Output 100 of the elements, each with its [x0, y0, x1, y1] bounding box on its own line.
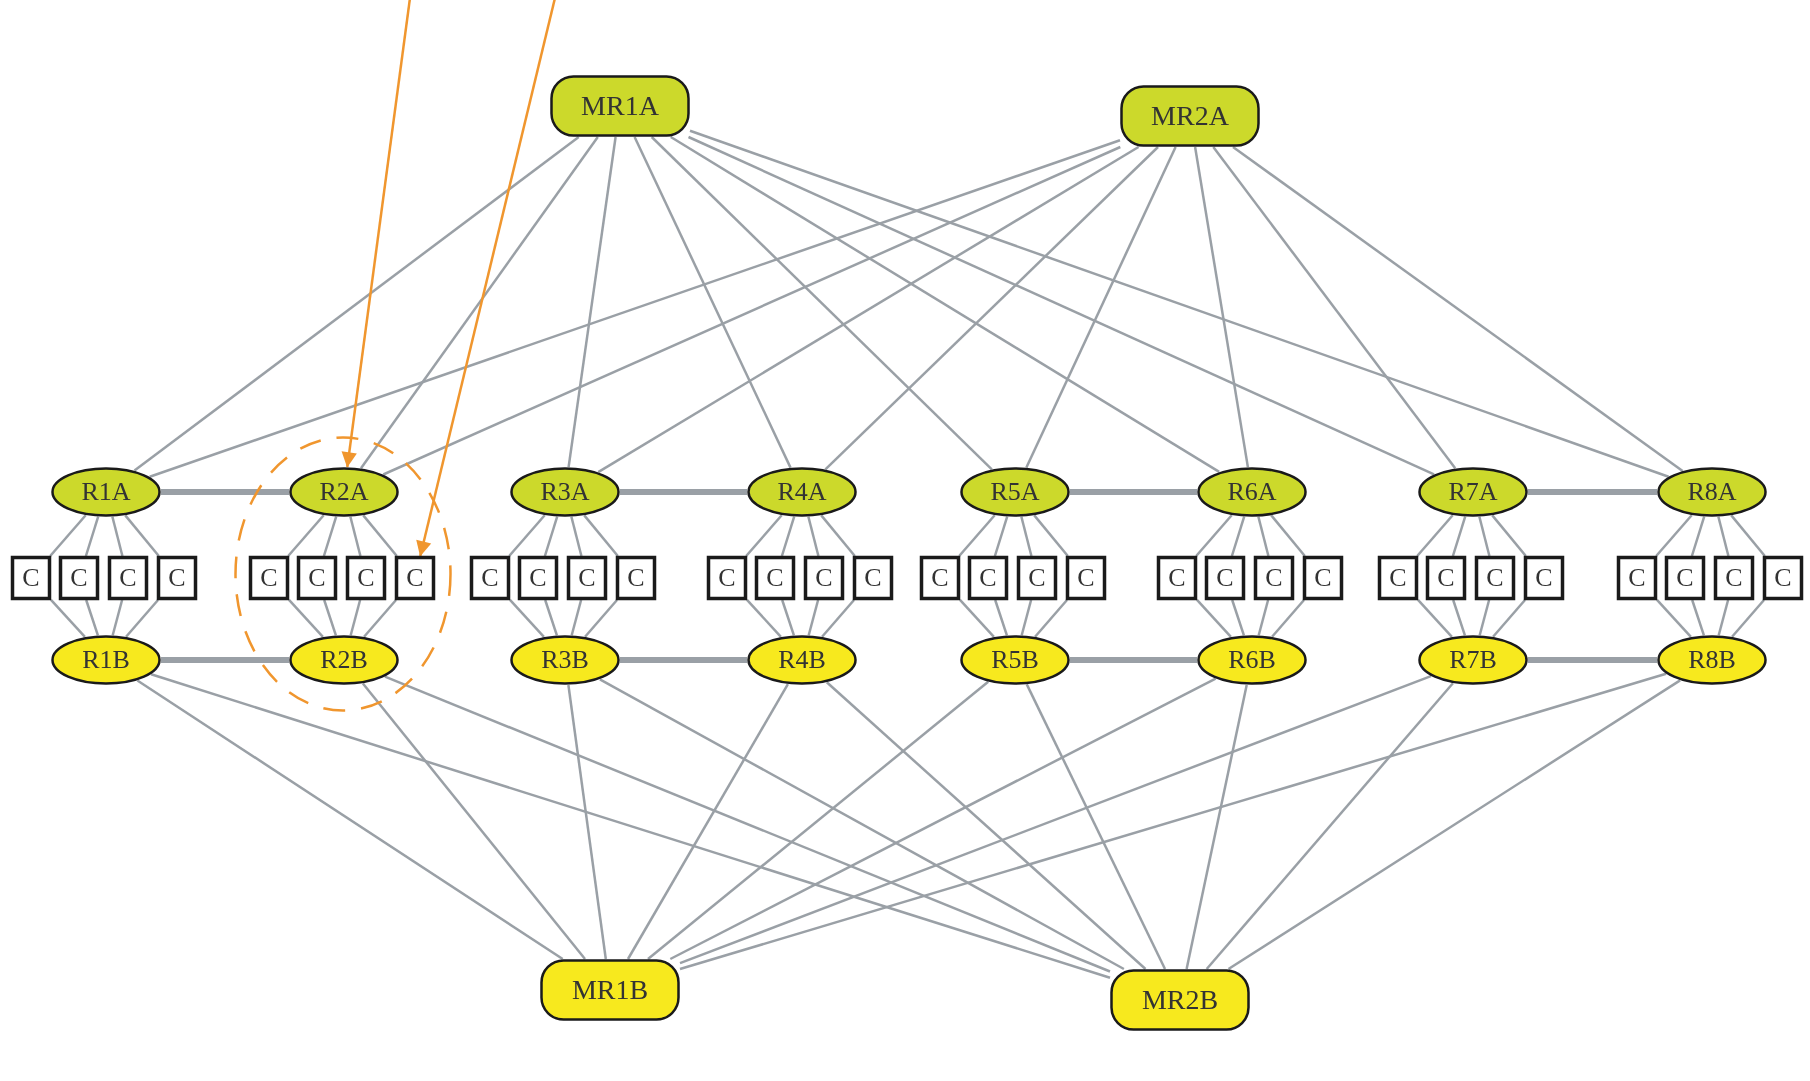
- link-line: [288, 599, 324, 638]
- link-line: [745, 514, 783, 557]
- node-box: [1066, 556, 1106, 600]
- node-box: [804, 556, 844, 600]
- link-line: [1257, 516, 1270, 557]
- node-label: C: [1216, 565, 1234, 591]
- link-line: [133, 136, 580, 472]
- link-line: [1417, 599, 1453, 638]
- link-line: [349, 516, 362, 557]
- link-line: [807, 599, 820, 636]
- link-line: [349, 599, 362, 636]
- link-line: [679, 674, 1432, 965]
- router-ellipse: [1657, 635, 1767, 685]
- link-line: [1717, 599, 1730, 636]
- node-label: C: [529, 565, 547, 591]
- link-line: [958, 514, 996, 557]
- double-link-line: [1070, 489, 1197, 495]
- link-line: [1196, 599, 1232, 638]
- node-label: R4B: [778, 647, 826, 673]
- node-box: [1475, 556, 1515, 600]
- router-ellipse: [1197, 635, 1307, 685]
- router-ellipse: [1418, 467, 1528, 517]
- router-ellipse: [289, 635, 399, 685]
- link-line: [1416, 514, 1454, 557]
- link-line: [149, 139, 1121, 478]
- link-line: [670, 135, 1220, 473]
- node-box: [518, 556, 558, 600]
- link-line: [689, 129, 1669, 478]
- node-box: [1763, 556, 1803, 600]
- node-label: C: [168, 565, 186, 591]
- link-line: [825, 681, 1147, 970]
- link-line: [150, 673, 1111, 979]
- node-label: C: [931, 565, 949, 591]
- link-line: [1195, 514, 1233, 557]
- link-line: [679, 672, 1667, 971]
- node-box: [853, 556, 893, 600]
- node-box: [59, 556, 99, 600]
- link-line: [1270, 514, 1306, 557]
- link-line: [384, 675, 1111, 973]
- link-line: [807, 516, 820, 557]
- double-link-line: [1528, 657, 1657, 663]
- link-line: [1025, 146, 1177, 469]
- node-label: C: [766, 565, 784, 591]
- link-line: [323, 599, 338, 636]
- node-label: R1B: [82, 647, 130, 673]
- node-box: [1665, 556, 1705, 600]
- router-ellipse: [51, 467, 161, 517]
- node-label: C: [815, 565, 833, 591]
- link-line: [136, 679, 564, 961]
- node-label: C: [1168, 565, 1186, 591]
- node-box: [157, 556, 197, 600]
- link-line: [363, 599, 397, 638]
- arrow: [341, 0, 412, 468]
- arrow: [416, 0, 557, 557]
- link-line: [543, 516, 559, 557]
- node-label: C: [119, 565, 137, 591]
- link-line: [508, 514, 546, 557]
- node-label: C: [627, 565, 645, 591]
- node-box: [1157, 556, 1197, 600]
- node-label: R2A: [319, 479, 369, 505]
- link-line: [287, 514, 325, 557]
- node-label: R3B: [541, 647, 589, 673]
- router-ellipse: [960, 467, 1070, 517]
- node-label: C: [1676, 565, 1694, 591]
- double-link-line: [1528, 489, 1657, 495]
- link-line: [1492, 599, 1526, 638]
- node-label: R2B: [320, 647, 368, 673]
- node-box: [11, 556, 51, 600]
- node-box: [968, 556, 1008, 600]
- link-line: [85, 599, 100, 636]
- node-box: [920, 556, 960, 600]
- node-label: MR2A: [1151, 102, 1229, 130]
- node-box: [707, 556, 747, 600]
- router-ellipse: [289, 467, 399, 517]
- link-line: [570, 516, 583, 557]
- link-line: [1656, 599, 1692, 638]
- node-label: R5A: [990, 479, 1040, 505]
- router-ellipse: [1197, 467, 1307, 517]
- double-link-line: [1070, 657, 1197, 663]
- link-line: [824, 146, 1159, 471]
- node-label: C: [406, 565, 424, 591]
- node-box: [1426, 556, 1466, 600]
- node-label: MR2B: [1141, 986, 1219, 1014]
- node-box: [108, 556, 148, 600]
- dashed-ring: [234, 436, 452, 712]
- router-ellipse: [747, 635, 857, 685]
- link-line: [597, 145, 1140, 474]
- link-line: [322, 516, 338, 557]
- link-line: [781, 599, 796, 636]
- node-label: C: [1265, 565, 1283, 591]
- link-line: [959, 599, 995, 638]
- link-line: [567, 136, 617, 468]
- link-line: [1452, 599, 1467, 636]
- node-label: MR1A: [581, 92, 659, 120]
- link-line: [583, 514, 619, 557]
- node-label: R1A: [81, 479, 131, 505]
- node-box: [1524, 556, 1564, 600]
- router-ellipse: [51, 635, 161, 685]
- link-line: [599, 678, 1125, 971]
- link-line: [544, 599, 559, 636]
